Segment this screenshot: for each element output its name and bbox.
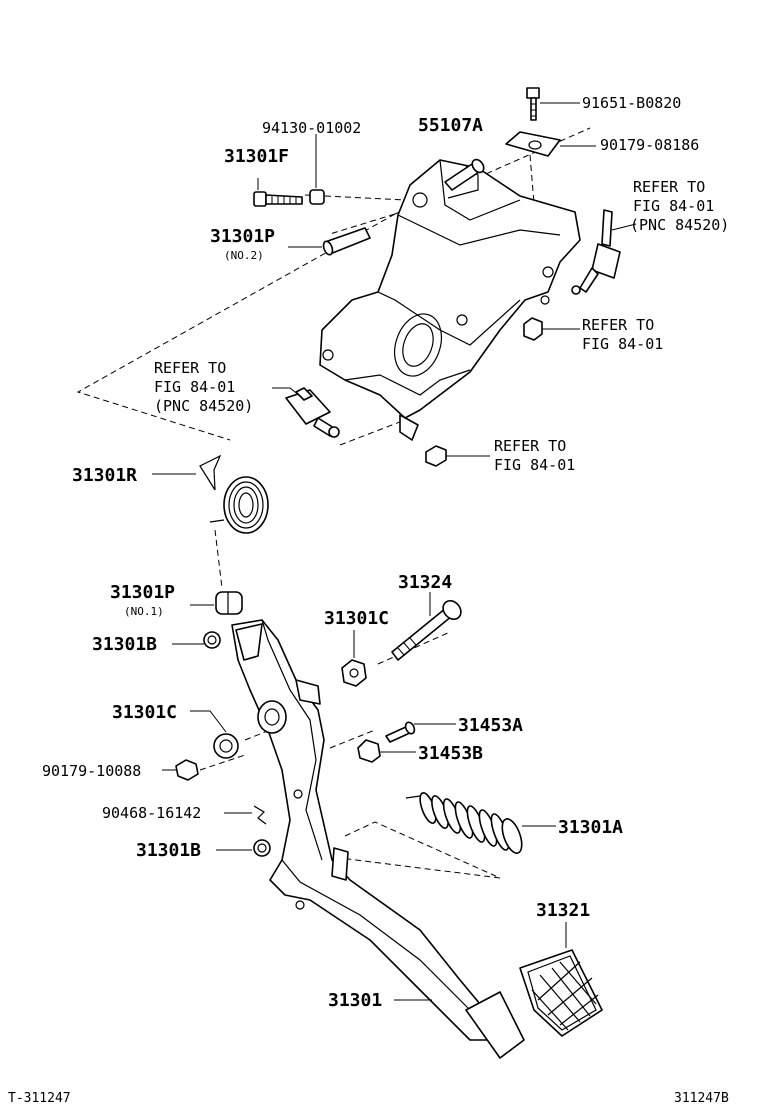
- nut-31301c-right-icon: [341, 630, 367, 687]
- label-refer-d-line1: REFER TO: [494, 437, 566, 455]
- label-31301p-top-note: (NO.2): [224, 249, 264, 262]
- label-refer-c-line2: FIG 84-01: [154, 378, 235, 396]
- stop-lamp-switch-right-icon: [571, 209, 637, 295]
- label-refer-c-line3: (PNC 84520): [154, 397, 253, 415]
- bolt-31453a-icon: [385, 721, 456, 743]
- label-refer-b-line2: FIG 84-01: [582, 335, 663, 353]
- label-31301b-top: 31301B: [92, 634, 157, 655]
- bolt-31324-icon: [391, 592, 462, 661]
- nut-90179-10088-icon: [162, 759, 199, 781]
- pin-31301p-no2-icon: [288, 227, 371, 256]
- part-labels: 91651-B0820 94130-01002 55107A 90179-081…: [42, 94, 729, 1011]
- label-31453b: 31453B: [418, 743, 483, 764]
- label-31301r: 31301R: [72, 465, 137, 486]
- bushing-31301b-bottom-icon: [216, 839, 271, 857]
- clip-90468-icon: [224, 805, 267, 825]
- brake-pedal-arm-31301: [231, 619, 525, 1059]
- return-spring-31301r-icon: [152, 454, 269, 534]
- label-refer-a-line3: (PNC 84520): [630, 216, 729, 234]
- label-90179-08186: 90179-08186: [600, 136, 699, 154]
- label-55107a: 55107A: [418, 115, 483, 136]
- pedal-pad-31321-icon: [519, 922, 603, 1037]
- collar-31301c-left-icon: [190, 710, 239, 759]
- label-31324: 31324: [398, 572, 452, 593]
- footer-left-code: T-311247: [8, 1091, 71, 1106]
- collar-94130-icon: [309, 134, 325, 205]
- label-31301: 31301: [328, 990, 382, 1011]
- label-31301f: 31301F: [224, 146, 289, 167]
- pedal-bracket-55107a: [319, 158, 581, 441]
- label-91651-b0820: 91651-B0820: [582, 94, 681, 112]
- label-31453a: 31453A: [458, 715, 523, 736]
- stop-lamp-switch-left-icon: [272, 387, 340, 438]
- nut-refer-lower-icon: [425, 445, 490, 467]
- spring-31301a-icon: [405, 792, 556, 854]
- label-refer-b-line1: REFER TO: [582, 316, 654, 334]
- label-refer-a-line1: REFER TO: [633, 178, 705, 196]
- label-31301a: 31301A: [558, 817, 623, 838]
- footer-right-code: 311247B: [674, 1091, 729, 1106]
- bolt-31301f-icon: [253, 178, 303, 207]
- label-refer-d-line2: FIG 84-01: [494, 456, 575, 474]
- label-90179-10088: 90179-10088: [42, 762, 141, 780]
- plate-nut-90179-08186-icon: [505, 131, 596, 157]
- bolt-91651-icon: [526, 87, 580, 121]
- nut-31453b-icon: [357, 739, 416, 763]
- label-94130-01002: 94130-01002: [262, 119, 361, 137]
- label-31301p-bottom-note: (NO.1): [124, 605, 164, 618]
- label-31301c-right: 31301C: [324, 608, 389, 629]
- bushing-31301b-top-icon: [172, 631, 221, 649]
- nut-refer-right-icon: [523, 317, 580, 341]
- label-31301p-bottom: 31301P: [110, 582, 175, 603]
- label-31301b-bottom: 31301B: [136, 840, 201, 861]
- label-31301c-left: 31301C: [112, 702, 177, 723]
- label-31301p-top: 31301P: [210, 226, 275, 247]
- label-31321: 31321: [536, 900, 590, 921]
- label-90468-16142: 90468-16142: [102, 804, 201, 822]
- bushing-31301p-no1-icon: [190, 591, 243, 615]
- label-refer-a-line2: FIG 84-01: [633, 197, 714, 215]
- label-refer-c-line1: REFER TO: [154, 359, 226, 377]
